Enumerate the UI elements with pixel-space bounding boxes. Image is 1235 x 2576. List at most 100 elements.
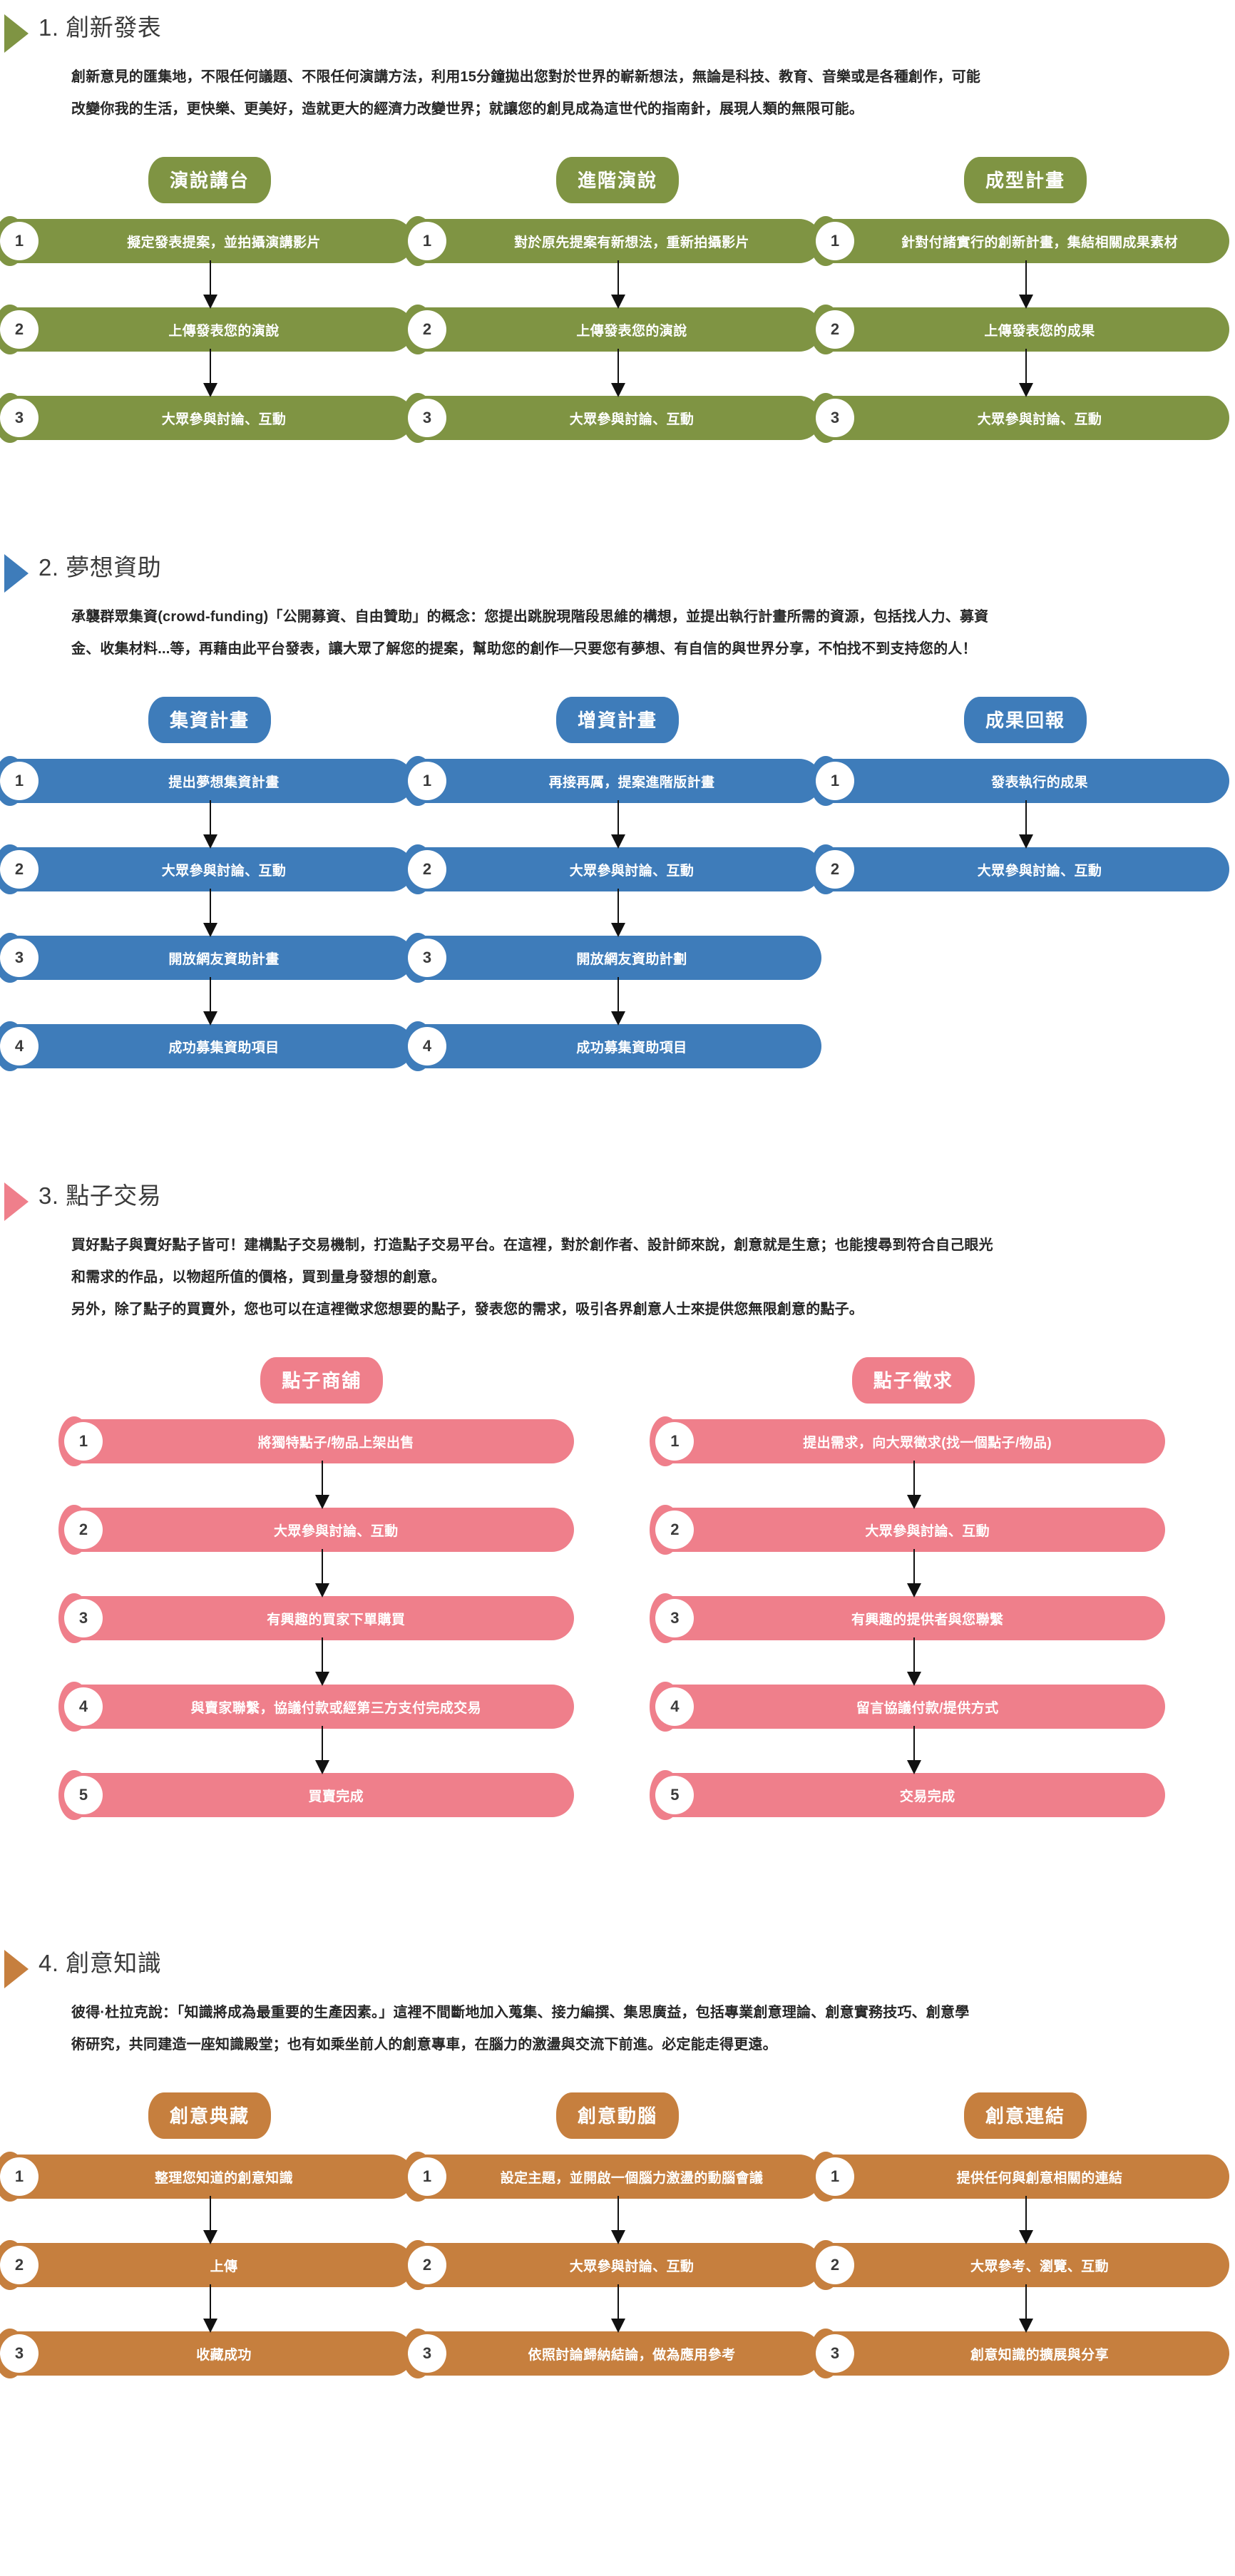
step-capsule[interactable]: 1 再接再厲，提案進階版計畫 bbox=[402, 756, 821, 806]
step-label: 大眾參與討論、互動 bbox=[161, 863, 287, 879]
category-pill[interactable]: 演說講台 bbox=[148, 157, 271, 203]
category-pill[interactable]: 成果回報 bbox=[963, 697, 1087, 743]
flow-arrow-icon bbox=[1019, 349, 1033, 397]
step-capsule[interactable]: 2 大眾參與討論、互動 bbox=[0, 844, 414, 894]
section-title: 1. 創新發表 bbox=[39, 14, 162, 41]
step-number: 2 bbox=[408, 850, 446, 889]
category-pill[interactable]: 成型計畫 bbox=[963, 157, 1087, 203]
category-pill[interactable]: 增資計畫 bbox=[555, 697, 679, 743]
flow-arrow-icon bbox=[611, 889, 625, 937]
section-arrow-icon bbox=[4, 1182, 29, 1221]
step-number: 3 bbox=[816, 399, 854, 437]
step-number: 2 bbox=[816, 310, 854, 349]
category-pill[interactable]: 創意動腦 bbox=[555, 2092, 679, 2139]
section-title: 4. 創意知識 bbox=[39, 1950, 162, 1976]
step-number: 2 bbox=[408, 2246, 446, 2284]
category-pill[interactable]: 點子商舖 bbox=[260, 1357, 384, 1404]
step-number: 3 bbox=[408, 939, 446, 977]
flow-arrow-icon bbox=[315, 1637, 330, 1686]
flow-arrow-icon bbox=[203, 800, 217, 849]
step-number: 1 bbox=[816, 222, 854, 260]
step-number: 1 bbox=[0, 762, 39, 800]
pill-row: 成型計畫 bbox=[821, 157, 1229, 203]
step-capsule[interactable]: 2 大眾參與討論、互動 bbox=[650, 1505, 1165, 1555]
step-capsule[interactable]: 1 針對付諸實行的創新計畫，集結相關成果素材 bbox=[810, 216, 1229, 266]
step-label: 交易完成 bbox=[899, 1789, 955, 1804]
step-number: 3 bbox=[64, 1599, 103, 1637]
flow-arrow-icon bbox=[906, 1549, 921, 1598]
step-label: 大眾參與討論、互動 bbox=[161, 412, 287, 427]
description-line: 金、收集材料...等，再藉由此平台發表，讓大眾了解您的提案，幫助您的創作—只要您… bbox=[71, 641, 977, 657]
description-line: 買好點子與賣好點子皆可！建構點子交易機制，打造點子交易平台。在這裡，對於創作者、… bbox=[71, 1237, 993, 1253]
step-number: 1 bbox=[408, 762, 446, 800]
category-pill[interactable]: 創意連結 bbox=[963, 2092, 1087, 2139]
category-pill[interactable]: 創意典藏 bbox=[148, 2092, 271, 2139]
description-line: 術研究，共同建造一座知識殿堂；也有如乘坐前人的創意專車，在腦力的激盪與交流下前進… bbox=[71, 2037, 777, 2053]
category-pill[interactable]: 集資計畫 bbox=[148, 697, 271, 743]
section-spacer bbox=[0, 491, 1235, 553]
step-label: 擬定發表提案，並拍攝演講影片 bbox=[127, 235, 321, 250]
flow-arrow-icon bbox=[1019, 2284, 1033, 2333]
step-label: 大眾參與討論、互動 bbox=[865, 1523, 990, 1539]
step-number: 2 bbox=[0, 850, 39, 889]
step-label: 再接再厲，提案進階版計畫 bbox=[548, 775, 715, 790]
step-label: 留言協議付款/提供方式 bbox=[856, 1700, 999, 1716]
section-title: 3. 點子交易 bbox=[39, 1182, 162, 1209]
step-number: 3 bbox=[0, 939, 39, 977]
step-number: 2 bbox=[655, 1511, 695, 1549]
step-row: 1 再接再厲，提案進階版計畫 bbox=[402, 756, 821, 849]
step-label: 大眾參與討論、互動 bbox=[569, 412, 695, 427]
step-number: 3 bbox=[0, 2334, 39, 2373]
step-label: 針對付諸實行的創新計畫，集結相關成果素材 bbox=[901, 235, 1178, 250]
flow-arrow-icon bbox=[611, 349, 625, 397]
category-pill[interactable]: 進階演說 bbox=[555, 157, 679, 203]
category-pill[interactable]: 點子徵求 bbox=[851, 1357, 975, 1404]
